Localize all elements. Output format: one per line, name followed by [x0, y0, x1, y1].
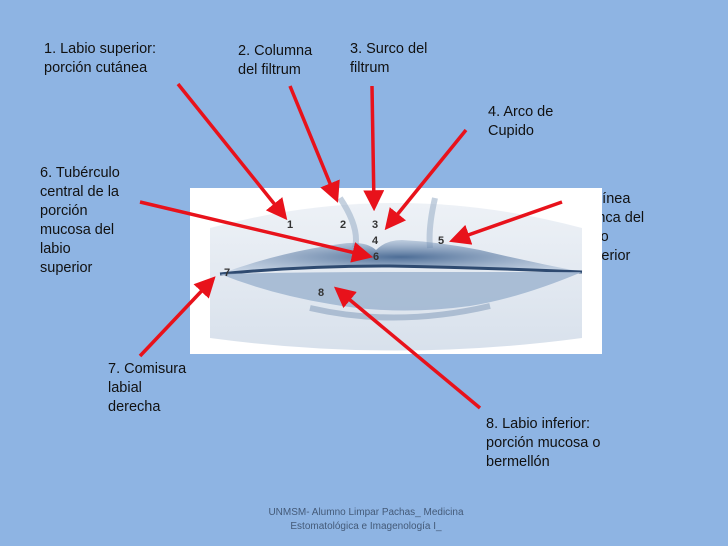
- figure-number-2: 2: [340, 219, 346, 231]
- figure-number-4: 4: [372, 235, 379, 247]
- lips-illustration: 1 2 3 4 5 6 7 8: [190, 188, 602, 354]
- label-labio-inferior: 8. Labio inferior: porción mucosa o berm…: [486, 416, 601, 470]
- figure-number-5: 5: [438, 235, 444, 247]
- upper-lip: [220, 240, 582, 274]
- figure-number-8: 8: [318, 287, 324, 299]
- figure-number-3: 3: [372, 219, 378, 231]
- label-arco-cupido: 4. Arco de Cupido: [488, 104, 554, 139]
- arrow-2: [288, 85, 340, 203]
- label-tuberculo-central: 6. Tubérculo central de la porción mucos…: [40, 165, 120, 276]
- lips-drawing: 1 2 3 4 5 6 7 8: [210, 196, 583, 351]
- footer-credit: UNMSM- Alumno Limpar Pachas_ Medicina Es…: [268, 507, 464, 532]
- figure-number-1: 1: [287, 219, 293, 231]
- lip-line: [219, 264, 583, 276]
- label-surco-filtrum: 3. Surco del filtrum: [350, 41, 428, 76]
- figure-number-7: 7: [224, 267, 230, 279]
- label-labio-superior-cutanea: 1. Labio superior: porción cutánea: [44, 41, 157, 76]
- figure-number-6: 6: [373, 251, 379, 263]
- label-columna-filtrum: 2. Columna del filtrum: [238, 43, 313, 78]
- label-comisura-labial: 7. Comisura labial derecha: [108, 361, 187, 415]
